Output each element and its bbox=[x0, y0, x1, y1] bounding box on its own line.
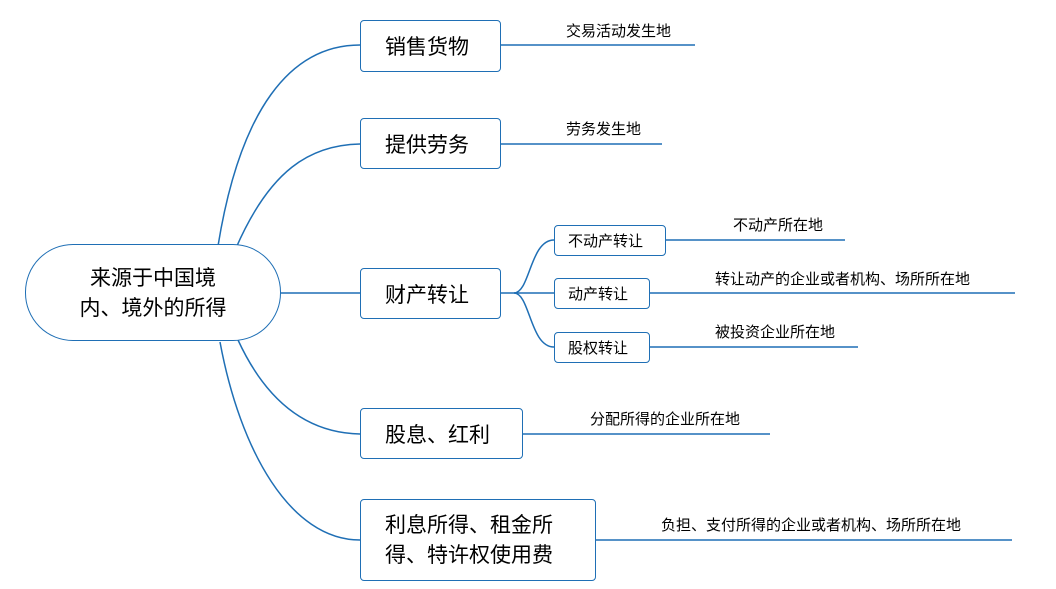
link-root-sales bbox=[217, 44, 361, 247]
leaf-sales-goods: 交易活动发生地 bbox=[566, 22, 672, 40]
root-node: 来源于中国境 内、境外的所得 bbox=[25, 244, 281, 341]
node-movable-transfer-label: 动产转让 bbox=[568, 285, 629, 303]
leaf-labor-services: 劳务发生地 bbox=[566, 120, 642, 138]
node-equity-transfer-label: 股权转让 bbox=[568, 339, 629, 357]
root-line-1: 来源于中国境 bbox=[90, 265, 216, 290]
leaf-interest-rent-royalty: 负担、支付所得的企业或者机构、场所所在地 bbox=[661, 516, 962, 534]
node-sales-goods-label: 销售货物 bbox=[385, 35, 469, 59]
link-property-realestate bbox=[500, 239, 555, 294]
leaf-equity-transfer: 被投资企业所在地 bbox=[715, 323, 836, 341]
node-interest-line-2: 得、特许权使用费 bbox=[385, 543, 553, 567]
node-interest-rent-royalty: 利息所得、租金所 得、特许权使用费 bbox=[360, 499, 596, 581]
node-property-transfer: 财产转让 bbox=[360, 268, 501, 319]
node-labor-services: 提供劳务 bbox=[360, 118, 501, 169]
node-realestate-transfer: 不动产转让 bbox=[554, 225, 666, 256]
node-labor-services-label: 提供劳务 bbox=[385, 132, 469, 157]
link-root-labor bbox=[235, 143, 361, 249]
root-line-2: 内、境外的所得 bbox=[79, 295, 227, 320]
node-movable-transfer: 动产转让 bbox=[554, 278, 650, 309]
node-dividends-label: 股息、红利 bbox=[385, 422, 490, 447]
node-sales-goods: 销售货物 bbox=[360, 20, 501, 72]
link-property-equity bbox=[513, 292, 555, 348]
node-property-transfer-label: 财产转让 bbox=[385, 282, 469, 307]
leaf-movable-transfer: 转让动产的企业或者机构、场所所在地 bbox=[715, 270, 971, 288]
node-dividends: 股息、红利 bbox=[360, 408, 523, 459]
leaf-realestate-transfer: 不动产所在地 bbox=[733, 216, 824, 234]
link-root-dividend bbox=[237, 339, 361, 435]
node-equity-transfer: 股权转让 bbox=[554, 332, 650, 363]
link-root-interest bbox=[219, 341, 361, 541]
leaf-dividends: 分配所得的企业所在地 bbox=[590, 410, 741, 428]
node-interest-line-1: 利息所得、租金所 bbox=[385, 513, 553, 537]
node-realestate-transfer-label: 不动产转让 bbox=[568, 232, 644, 250]
